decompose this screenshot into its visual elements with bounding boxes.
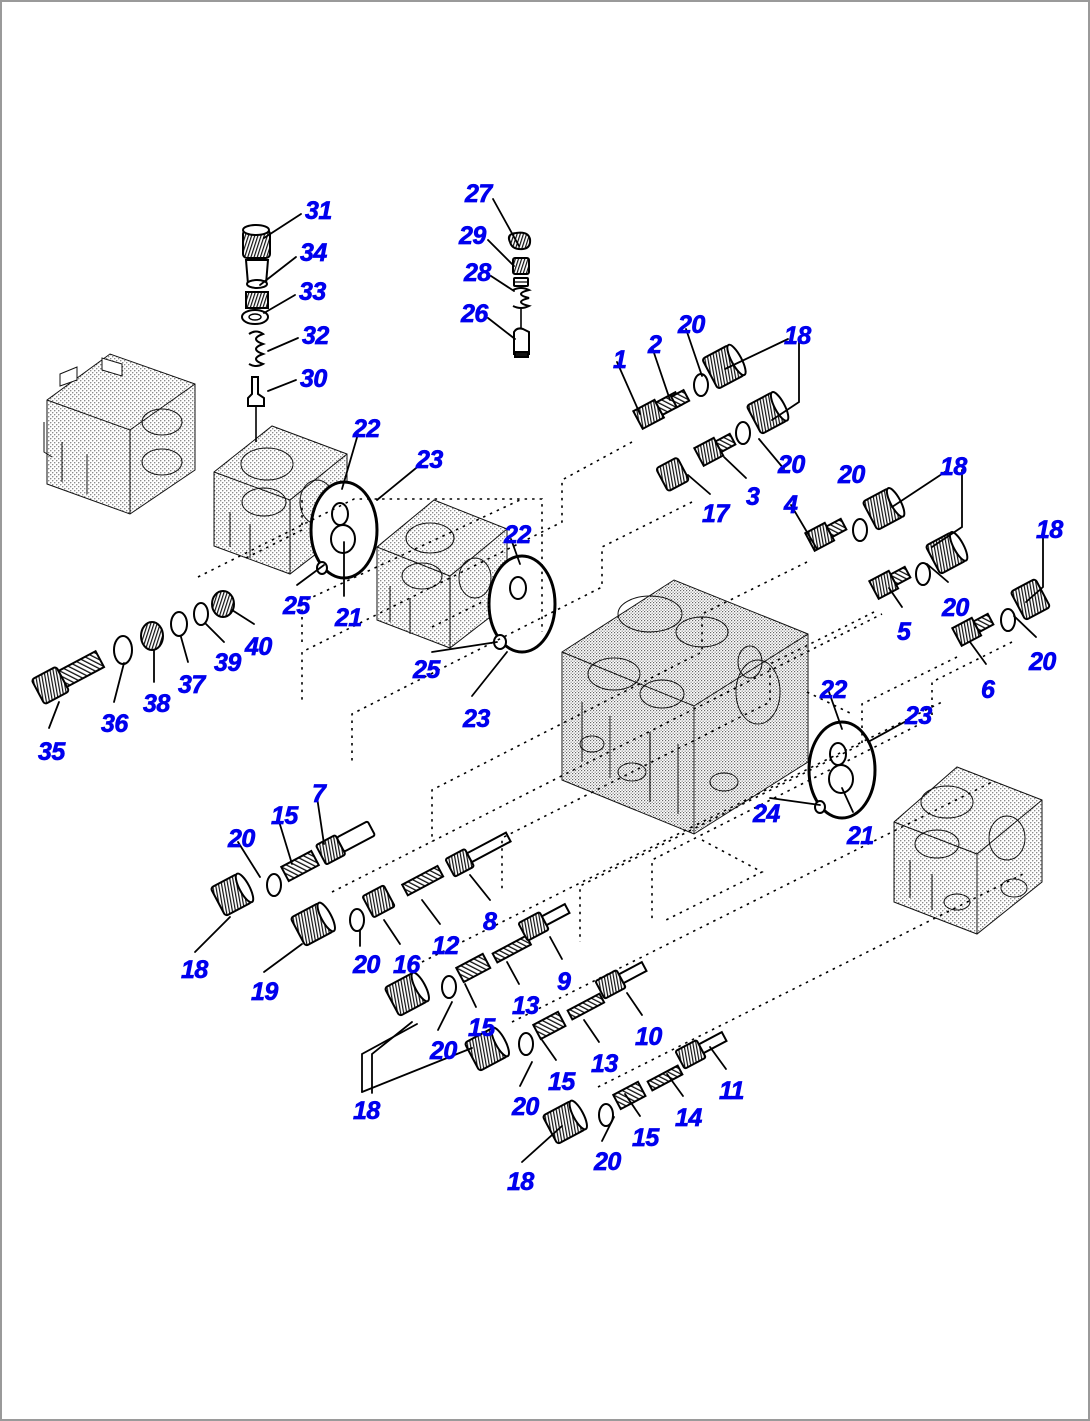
fitting-group-11 [542,1030,728,1145]
callout-14: 14 [675,1104,703,1132]
callout-22: 22 [353,415,381,443]
callout-18: 18 [1036,516,1064,544]
leader-lines [48,198,1044,1163]
callout-18: 18 [507,1168,535,1196]
part-stack-top-mid [507,231,532,358]
fitting-group-2 [655,391,790,492]
callout-40: 40 [245,633,273,661]
fitting-group-1 [631,343,747,431]
callout-20: 20 [942,594,970,622]
callout-25: 25 [413,656,441,684]
fitting-group-3 [803,487,906,553]
callout-33: 33 [299,278,327,306]
callout-38: 38 [143,690,171,718]
callout-9: 9 [557,968,572,996]
callout-34: 34 [300,239,328,267]
callout-4: 4 [784,491,799,519]
valve-body-left-outer [43,353,196,515]
callout-23: 23 [905,702,933,730]
assembly-guide-lines [197,441,1028,1088]
callout-17: 17 [702,500,730,528]
valve-body-right [893,766,1043,935]
fitting-group-4 [867,531,969,601]
callout-20: 20 [594,1148,622,1176]
callout-28: 28 [464,259,492,287]
callout-20: 20 [430,1037,458,1065]
callout-15: 15 [468,1014,496,1042]
callout-30: 30 [300,365,328,393]
part-stack-top-left [241,224,271,442]
valve-body-center-small [376,499,508,649]
callout-18: 18 [353,1097,381,1125]
callout-18: 18 [940,453,968,481]
callout-29: 29 [459,222,487,250]
callout-15: 15 [548,1068,576,1096]
callout-15: 15 [632,1124,660,1152]
callout-18: 18 [181,956,209,984]
callout-39: 39 [214,649,242,677]
callout-2: 2 [648,331,663,359]
callout-22: 22 [820,676,848,704]
fitting-group-8 [290,831,512,947]
callout-11: 11 [719,1077,745,1105]
callout-23: 23 [463,705,491,733]
callout-16: 16 [393,951,421,979]
callout-27: 27 [465,180,493,208]
callout-13: 13 [591,1050,619,1078]
gasket-plate-right [807,720,877,820]
callout-22: 22 [504,521,532,549]
callout-20: 20 [228,825,256,853]
callout-35: 35 [38,738,66,766]
callout-25: 25 [283,592,311,620]
callout-13: 13 [512,992,540,1020]
callout-12: 12 [432,932,460,960]
callout-26: 26 [461,300,489,328]
callout-10: 10 [635,1023,663,1051]
fitting-group-10 [464,960,648,1072]
callout-19: 19 [251,978,279,1006]
callout-20: 20 [353,951,381,979]
fitting-group-9 [384,902,571,1017]
callout-23: 23 [416,446,444,474]
callout-20: 20 [678,311,706,339]
callout-20: 20 [778,451,806,479]
valve-body-main [561,579,809,835]
callout-6: 6 [981,676,996,704]
callout-1: 1 [613,346,628,374]
callout-24: 24 [753,800,781,828]
callout-5: 5 [897,618,912,646]
callout-20: 20 [1029,648,1057,676]
callout-20: 20 [838,461,866,489]
callout-20: 20 [512,1093,540,1121]
callout-31: 31 [305,197,333,225]
callout-15: 15 [271,802,299,830]
callout-8: 8 [483,908,498,936]
callout-3: 3 [746,483,761,511]
callout-21: 21 [847,822,875,850]
callout-37: 37 [178,671,206,699]
callout-18: 18 [784,322,812,350]
callout-32: 32 [302,322,330,350]
callout-21: 21 [335,604,363,632]
gasket-plate-left [309,480,379,580]
gasket-plate-center [487,554,557,654]
callout-7: 7 [312,780,327,808]
callout-36: 36 [101,710,129,738]
